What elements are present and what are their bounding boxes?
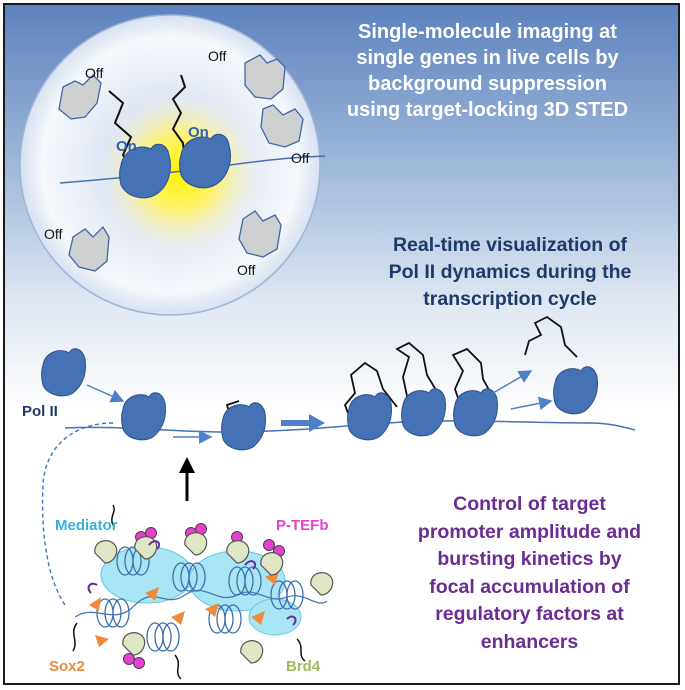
sted-focus-glow <box>100 93 260 253</box>
regulation-arrowhead <box>179 457 195 473</box>
off-label-1: Off <box>85 65 104 81</box>
figure-panel: Single-molecule imaging at single genes … <box>3 3 680 685</box>
off-label-5: Off <box>237 262 256 278</box>
inactive-pol-ii-2 <box>244 54 286 100</box>
inactive-pol-ii-3 <box>260 104 304 148</box>
nucleosome-group <box>96 546 304 652</box>
enhancer-cluster <box>72 504 334 680</box>
graphical-abstract-illustration <box>19 14 636 680</box>
sox2-label: Sox2 <box>49 658 85 675</box>
pol-ii-free <box>41 348 86 397</box>
brd4-label: Brd4 <box>286 658 321 675</box>
realtime-caption: Real-time visualization of Pol II dynami… <box>388 234 632 310</box>
inactive-pol-ii-5 <box>238 210 282 258</box>
chromatin-loose-ends <box>72 504 306 680</box>
pol-ii-promoter-bound <box>121 392 166 441</box>
on-label-2: On <box>188 124 209 141</box>
termination-arrow-2 <box>510 396 553 410</box>
pol-ii-paused <box>221 402 266 451</box>
control-caption: Control of target promoter amplitude and… <box>417 493 642 653</box>
recruitment-arrow <box>86 384 125 403</box>
inactive-pol-ii-4 <box>68 225 110 272</box>
nascent-rna-3 <box>343 361 398 438</box>
active-pol-ii-1 <box>119 143 171 199</box>
pol-ii-elongating-3 <box>453 388 498 437</box>
pol-ii-elongating-2 <box>401 388 446 437</box>
off-label-3: Off <box>291 150 310 166</box>
pol-ii-elongating-1 <box>347 392 392 441</box>
nucleosome-1 <box>96 598 130 628</box>
histone-tails <box>87 540 297 626</box>
active-pol-ii-2 <box>179 133 231 189</box>
off-label-2: Off <box>208 48 227 64</box>
off-label-4: Off <box>44 226 63 242</box>
nucleosome-4 <box>172 562 206 592</box>
mediator-label: Mediator <box>55 517 118 534</box>
pause-release-arrowhead <box>309 414 325 432</box>
inactive-pol-ii-1 <box>58 74 102 120</box>
nucleosome-3 <box>146 622 180 652</box>
nucleosome-7 <box>270 580 304 610</box>
pol-ii-released <box>553 366 598 415</box>
nascent-rna-2 <box>171 74 187 166</box>
brd4-proteins <box>94 532 334 664</box>
nascent-rna-4 <box>395 341 440 416</box>
nascent-rna-5 <box>451 347 494 414</box>
p-tefb-label: P-TEFb <box>276 517 329 534</box>
pol-ii-label: Pol II <box>22 403 58 420</box>
released-rna <box>524 315 578 358</box>
termination-arrow-1 <box>492 370 533 394</box>
nucleosome-6 <box>228 566 262 596</box>
on-label-1: On <box>116 138 137 155</box>
title: Single-molecule imaging at single genes … <box>346 21 629 121</box>
